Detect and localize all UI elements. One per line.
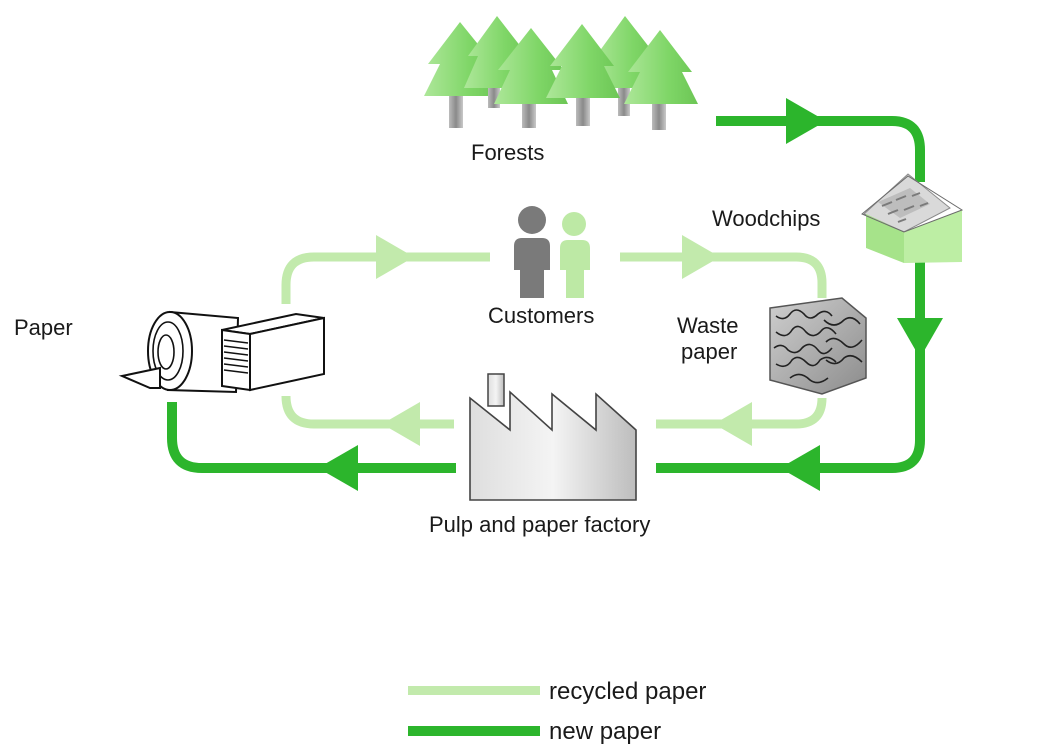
label-forests: Forests xyxy=(471,140,544,165)
recycled-path-waste-to-factory xyxy=(656,397,827,429)
new-path-woodchips-to-factory xyxy=(656,262,925,473)
label-factory: Pulp and paper factory xyxy=(429,512,650,537)
person-dark-icon xyxy=(514,206,550,298)
paper-icon xyxy=(118,310,325,394)
label-woodchips: Woodchips xyxy=(712,206,820,231)
customers-icon xyxy=(514,206,590,298)
legend-swatch-new xyxy=(408,726,540,736)
legend-label-new: new paper xyxy=(549,718,661,745)
tree-icon xyxy=(546,24,620,126)
forest-trees-icon xyxy=(424,16,698,130)
new-arrow-bottom-left xyxy=(318,445,358,491)
paper-ream-icon xyxy=(221,312,325,392)
new-path-factory-to-paper xyxy=(167,402,456,473)
label-waste-paper-line2: paper xyxy=(681,339,737,364)
recycled-arrow-top-right xyxy=(682,235,720,279)
new-arrow-top xyxy=(786,98,826,144)
waste-paper-icon xyxy=(769,297,867,395)
legend-label-recycled: recycled paper xyxy=(549,678,706,705)
legend-swatch-recycled xyxy=(408,686,540,695)
recycled-path-top xyxy=(281,252,490,304)
recycled-path-customers-to-waste xyxy=(620,252,827,298)
label-waste-paper-line1: Waste xyxy=(677,313,739,338)
new-paper-loop xyxy=(167,98,943,491)
label-customers: Customers xyxy=(488,303,594,328)
recycled-paper-loop xyxy=(281,235,827,446)
woodchips-icon xyxy=(861,173,964,263)
recycled-path-factory-to-paper xyxy=(281,395,454,429)
recycled-arrow-bottom-left xyxy=(382,402,420,446)
new-path-forest-to-woodchips xyxy=(716,116,925,182)
new-arrow-right-down xyxy=(897,318,943,358)
tree-icon xyxy=(494,28,568,128)
paper-roll-icon xyxy=(118,310,240,394)
new-arrow-bottom-right xyxy=(780,445,820,491)
factory-icon xyxy=(469,373,637,501)
person-light-icon xyxy=(560,212,590,298)
legend: recycled paper new paper xyxy=(408,678,706,745)
recycled-arrow-top-left xyxy=(376,235,414,279)
label-paper: Paper xyxy=(14,315,73,340)
recycled-arrow-bottom-right xyxy=(714,402,752,446)
tree-icon xyxy=(624,30,698,130)
